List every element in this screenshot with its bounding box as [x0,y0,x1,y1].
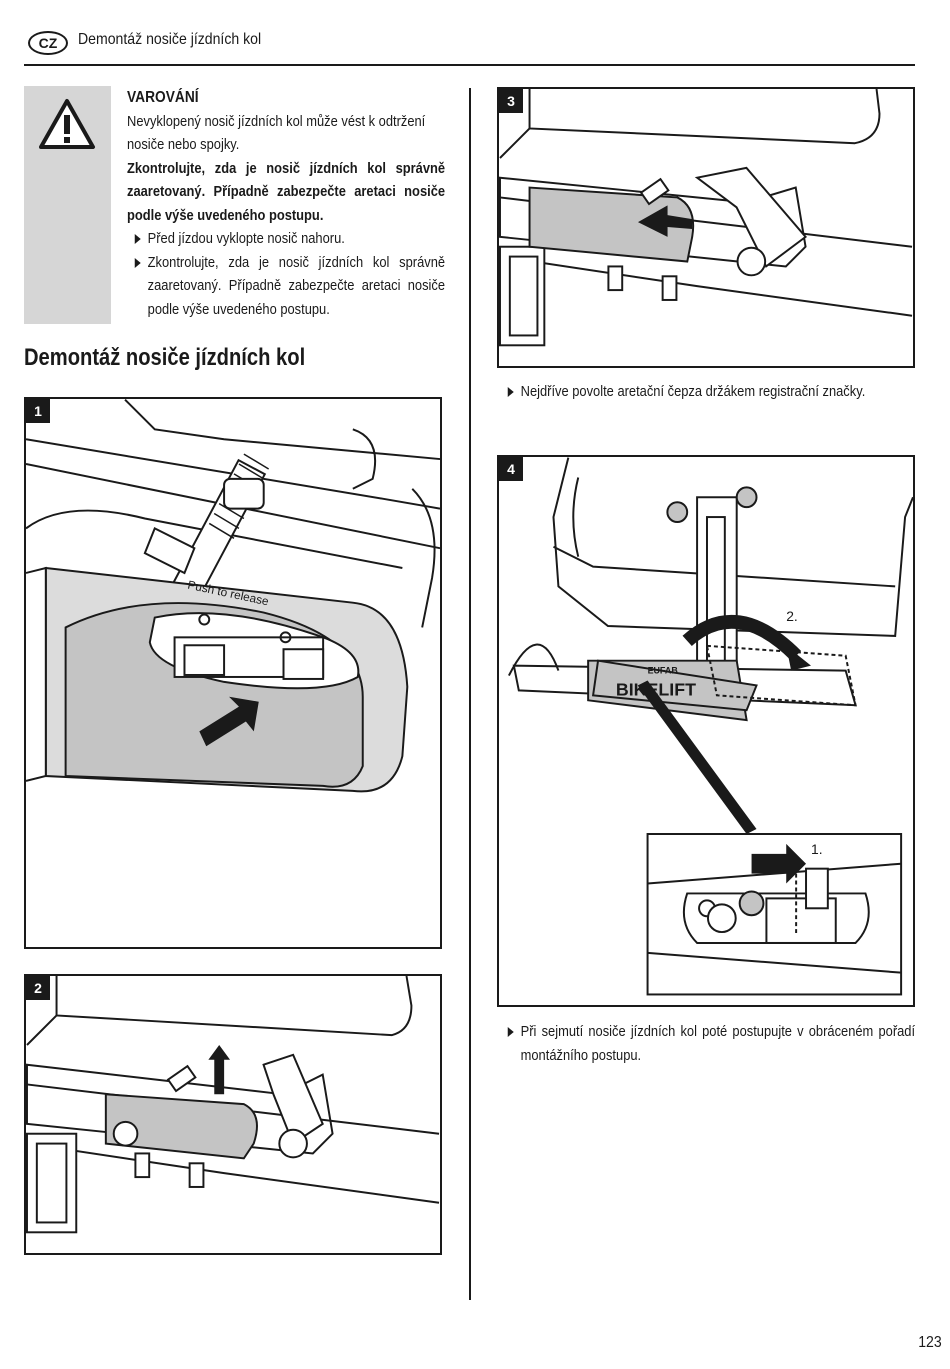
plate-text: BIKELIFT [616,679,696,699]
figure-2: 2 [24,974,442,1255]
figure-2-illustration [26,976,440,1234]
step-2-label: 2. [786,608,798,624]
figure-number: 4 [499,457,523,481]
figure-number: 2 [26,976,50,1000]
figure-3-illustration [499,89,913,347]
figure-4: 4 BIKELIFT EUFAB 2. 1. [497,455,915,1007]
warning-description: Nevyklopený nosič jízdních kol může vést… [127,112,426,154]
page-number: 123 [918,1334,942,1351]
warning-bullet: Zkontrolujte, zda je nosič jízdních kol … [127,251,445,322]
figure-1-illustration: Push to release [26,399,440,793]
figure-4-illustration: BIKELIFT EUFAB 2. 1. [508,457,913,996]
warning-title: VAROVÁNÍ [127,89,199,106]
figure-number: 3 [499,89,523,113]
step-1-label: 1. [811,841,823,857]
figure-4-note: Při sejmutí nosiče jízdních kol poté pos… [500,1020,915,1067]
figure-3: 3 [497,87,915,368]
column-divider [469,88,471,1300]
instruction-bullet: Nejdříve povolte aretační čepza držákem … [500,380,910,404]
section-title: Demontáž nosiče jízdních kol [24,344,306,371]
warning-panel [24,86,111,324]
warning-bullet: Před jízdou vyklopte nosič nahoru. [127,227,445,251]
warning-bold-text: Zkontrolujte, zda je nosič jízdních kol … [127,159,446,224]
warning-text: VAROVÁNÍ Nevyklopený nosič jízdních kol … [127,86,445,321]
figure-3-note: Nejdříve povolte aretační čepza držákem … [500,380,910,404]
header-title: Demontáž nosiče jízdních kol [78,31,262,48]
figure-number: 1 [26,399,50,423]
brand-text: EUFAB [648,666,679,676]
figure-1: 1 Push to release [24,397,442,949]
instruction-bullet: Při sejmutí nosiče jízdních kol poté pos… [500,1020,915,1067]
language-badge: CZ [28,31,68,55]
page-header: CZ Demontáž nosiče jízdních kol [24,28,915,66]
warning-triangle-icon [39,99,95,149]
